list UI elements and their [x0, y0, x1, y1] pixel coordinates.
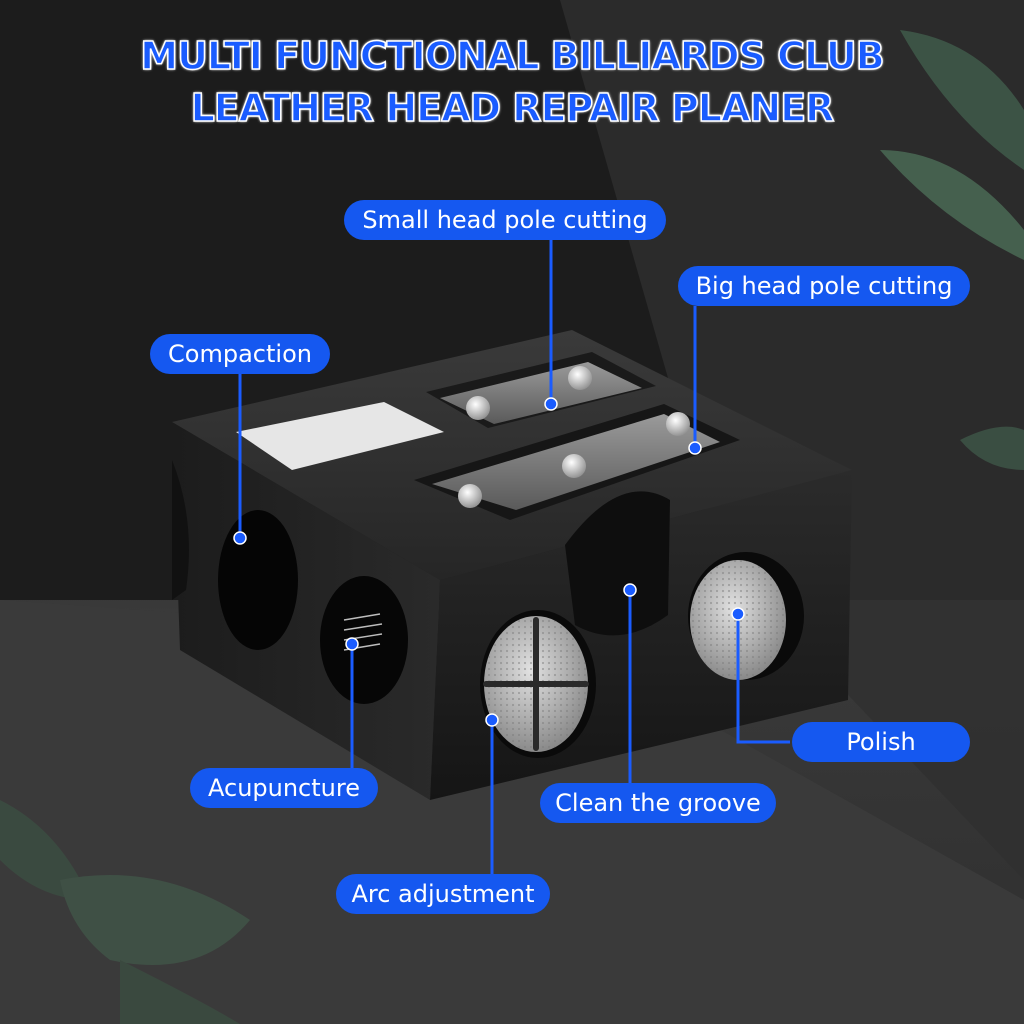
marker-dot	[233, 531, 247, 545]
marker-dot	[623, 583, 637, 597]
compaction-pad	[236, 402, 444, 470]
compaction-hole	[218, 510, 298, 650]
screw	[466, 396, 490, 420]
marker-dot	[345, 637, 359, 651]
marker-dot	[731, 607, 745, 621]
label-small-head-pole-cutting: Small head pole cutting	[344, 200, 666, 240]
marker-dot	[485, 713, 499, 727]
callout-leaders	[238, 240, 790, 876]
screw	[568, 366, 592, 390]
screw	[562, 454, 586, 478]
label-compaction: Compaction	[150, 334, 330, 374]
label-big-head-pole-cutting: Big head pole cutting	[678, 266, 970, 306]
title-line-1: MULTI FUNCTIONAL BILLIARDS CLUB	[140, 33, 886, 79]
marker-dot	[544, 397, 558, 411]
callout-dots	[233, 397, 745, 727]
label-arc-adjustment: Arc adjustment	[336, 874, 550, 914]
polish-disk	[688, 552, 804, 680]
marker-dot	[688, 441, 702, 455]
leaf-decoration-top-right	[880, 30, 1024, 470]
label-acupuncture: Acupuncture	[190, 768, 378, 808]
table-surface	[0, 600, 1024, 1024]
label-clean-the-groove: Clean the groove	[540, 783, 776, 823]
screw	[458, 484, 482, 508]
planer-block	[172, 330, 852, 800]
title-line-2: LEATHER HEAD REPAIR PLANER	[190, 85, 835, 131]
label-polish: Polish	[792, 722, 970, 762]
acupuncture-hole	[320, 576, 408, 704]
leaf-decoration-bottom-left	[0, 800, 250, 1024]
groove-channel	[565, 491, 670, 636]
arc-adjustment-disk	[480, 610, 596, 758]
screw	[666, 412, 690, 436]
